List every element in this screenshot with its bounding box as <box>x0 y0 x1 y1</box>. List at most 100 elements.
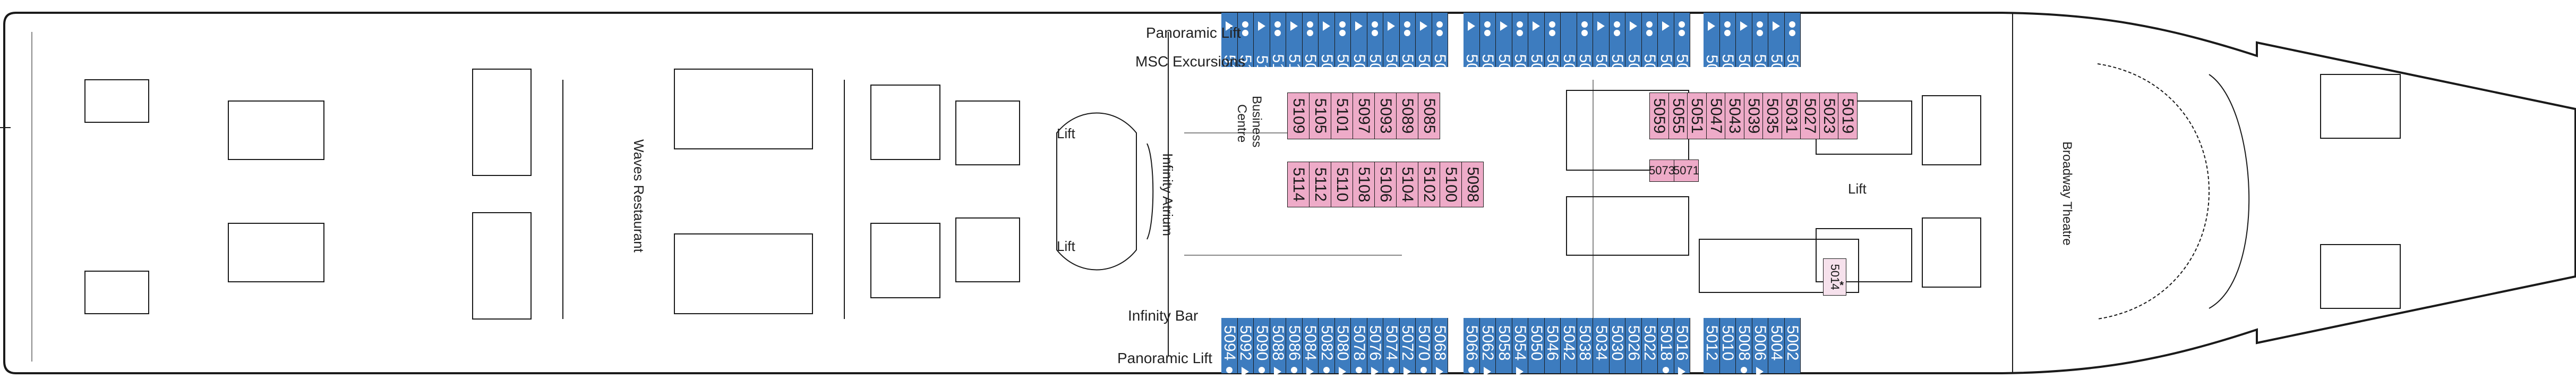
cabin-5086[interactable]: 5086 <box>1286 318 1303 382</box>
cabin-5004[interactable]: 5004 <box>1768 318 1785 373</box>
cabin-5016[interactable]: 5016 <box>1673 318 1691 376</box>
cabin-5087[interactable]: 5087 <box>1350 13 1368 89</box>
cabin-5038[interactable]: 5038 <box>1576 318 1594 373</box>
cabin-5098[interactable]: 5098 <box>1462 162 1484 207</box>
cabin-5062[interactable]: 5062 <box>1479 318 1496 376</box>
cabin-5030[interactable]: 5030 <box>1608 318 1626 373</box>
cabin-5039[interactable]: 5039 <box>1744 93 1763 139</box>
cabin-5074[interactable]: 5074 <box>1383 318 1400 382</box>
cabin-5091[interactable]: 5091 <box>1334 13 1351 89</box>
cabin-5033[interactable]: 5033 <box>1593 13 1610 89</box>
cabin-5099[interactable]: 5099 <box>1302 13 1319 89</box>
cabin-5005[interactable]: 5005 <box>1751 13 1769 89</box>
cabin-5085[interactable]: 5085 <box>1418 93 1440 139</box>
cabin-5015[interactable]: 5015 <box>1657 13 1675 89</box>
cabin-5076[interactable]: 5076 <box>1366 318 1384 376</box>
cabin-5115[interactable]: 5115 <box>1221 13 1238 89</box>
cabin-5068[interactable]: 5068 <box>1431 318 1449 376</box>
cabin-5025[interactable]: 5025 <box>1625 13 1642 89</box>
cabin-5011[interactable]: 5011 <box>1703 13 1721 89</box>
cabin-5110[interactable]: 5110 <box>1331 162 1353 207</box>
cabin-5035[interactable]: 5035 <box>1763 93 1782 139</box>
cabin-5031[interactable]: 5031 <box>1782 93 1801 139</box>
cabin-5088[interactable]: 5088 <box>1269 318 1287 376</box>
cabin-5097[interactable]: 5097 <box>1353 93 1375 139</box>
cabin-5042[interactable]: 5042 <box>1560 318 1578 373</box>
cabin-5080[interactable]: 5080 <box>1334 318 1351 376</box>
cabin-5083[interactable]: 5083 <box>1366 13 1384 89</box>
cabin-5041[interactable]: 5041 <box>1560 13 1578 89</box>
cabin-5103[interactable]: 5103 <box>1286 13 1303 89</box>
cabin-5018[interactable]: 5018 <box>1657 318 1675 382</box>
cabin-5006[interactable]: 5006 <box>1751 318 1769 376</box>
cabin-5013[interactable]: 5013 <box>1673 13 1691 89</box>
cabin-5037[interactable]: 5037 <box>1576 13 1594 89</box>
cabin-5114[interactable]: 5114 <box>1288 162 1310 207</box>
cabin-5079[interactable]: 5079 <box>1399 13 1416 89</box>
cabin-5084[interactable]: 5084 <box>1302 318 1319 376</box>
cabin-5023[interactable]: 5023 <box>1819 93 1838 139</box>
cabin-5089[interactable]: 5089 <box>1397 93 1418 139</box>
cabin-5059[interactable]: 5059 <box>1650 93 1669 139</box>
cabin-5111[interactable]: 5111 <box>1253 13 1271 88</box>
cabin-5009[interactable]: 5009 <box>1719 13 1736 89</box>
cabin-5021[interactable]: 5021 <box>1641 13 1658 89</box>
cabin-5108[interactable]: 5108 <box>1353 162 1375 207</box>
cabin-5063[interactable]: 5063 <box>1463 13 1480 89</box>
cabin-5101[interactable]: 5101 <box>1331 93 1353 139</box>
lift-label-aft-top: Lift <box>1057 125 1075 141</box>
cabin-5105[interactable]: 5105 <box>1310 93 1331 139</box>
cabin-5001[interactable]: 5001 <box>1784 13 1801 89</box>
cabin-5045[interactable]: 5045 <box>1544 13 1561 89</box>
cabin-5090[interactable]: 5090 <box>1253 318 1271 382</box>
cabin-5012[interactable]: 5012 <box>1703 318 1721 373</box>
cabin-5094[interactable]: 5094 <box>1221 318 1238 382</box>
cabin-5102[interactable]: 5102 <box>1418 162 1440 207</box>
cabin-5073[interactable]: 5073 <box>1649 160 1675 182</box>
cabin-5077[interactable]: 5077 <box>1415 13 1433 89</box>
cabin-5051[interactable]: 5051 <box>1688 93 1707 139</box>
cabin-5007[interactable]: 5007 <box>1735 13 1753 89</box>
cabin-5054[interactable]: 5054 <box>1511 318 1529 376</box>
cabin-5050[interactable]: 5050 <box>1528 318 1545 373</box>
cabin-5070[interactable]: 5070 <box>1415 318 1433 382</box>
cabin-5075[interactable]: 5075 <box>1431 13 1449 89</box>
cabin-5053[interactable]: 5053 <box>1511 13 1529 89</box>
cabin-5003[interactable]: 5003 <box>1768 13 1785 89</box>
cabin-5057[interactable]: 5057 <box>1495 13 1513 89</box>
cabin-5112[interactable]: 5112 <box>1310 162 1331 207</box>
cabin-5019[interactable]: 5019 <box>1838 93 1858 139</box>
cabin-5008[interactable]: 5008 <box>1735 318 1753 382</box>
cabin-5072[interactable]: 5072 <box>1399 318 1416 376</box>
cabin-5082[interactable]: 5082 <box>1318 318 1336 382</box>
cabin-number: 5011 <box>1702 54 1721 89</box>
cabin-5002[interactable]: 5002 <box>1784 318 1801 373</box>
cabin-5100[interactable]: 5100 <box>1440 162 1462 207</box>
cabin-5106[interactable]: 5106 <box>1375 162 1397 207</box>
cabin-5022[interactable]: 5022 <box>1641 318 1658 373</box>
cabin-5058[interactable]: 5058 <box>1495 318 1513 373</box>
cabin-5081[interactable]: 5081 <box>1383 13 1400 89</box>
cabin-5095[interactable]: 5095 <box>1318 13 1336 89</box>
cabin-5034[interactable]: 5034 <box>1593 318 1610 373</box>
cabin-5043[interactable]: 5043 <box>1725 93 1744 139</box>
cabin-5046[interactable]: 5046 <box>1544 318 1561 373</box>
cabin-5029[interactable]: 5029 <box>1608 13 1626 89</box>
cabin-5049[interactable]: 5049 <box>1528 13 1545 89</box>
cabin-5071[interactable]: 5071 <box>1673 160 1699 182</box>
cabin-5113[interactable]: 5113 <box>1237 13 1254 89</box>
cabin-5066[interactable]: 5066 <box>1463 318 1480 382</box>
cabin-5047[interactable]: 5047 <box>1706 93 1725 139</box>
cabin-5109[interactable]: 5109 <box>1288 93 1310 139</box>
cabin-5107[interactable]: 5107 <box>1269 13 1287 89</box>
cabin-5061[interactable]: 5061 <box>1479 13 1496 89</box>
cabin-5014[interactable]: 5014 * <box>1823 258 1846 296</box>
cabin-5104[interactable]: 5104 <box>1397 162 1418 207</box>
cabin-5027[interactable]: 5027 <box>1801 93 1820 139</box>
cabin-5055[interactable]: 5055 <box>1668 93 1688 139</box>
cabin-5010[interactable]: 5010 <box>1719 318 1736 373</box>
cabin-5093[interactable]: 5093 <box>1375 93 1397 139</box>
cabin-5026[interactable]: 5026 <box>1625 318 1642 373</box>
cabin-5092[interactable]: 5092 <box>1237 318 1254 376</box>
cabin-5078[interactable]: 5078 <box>1350 318 1368 382</box>
